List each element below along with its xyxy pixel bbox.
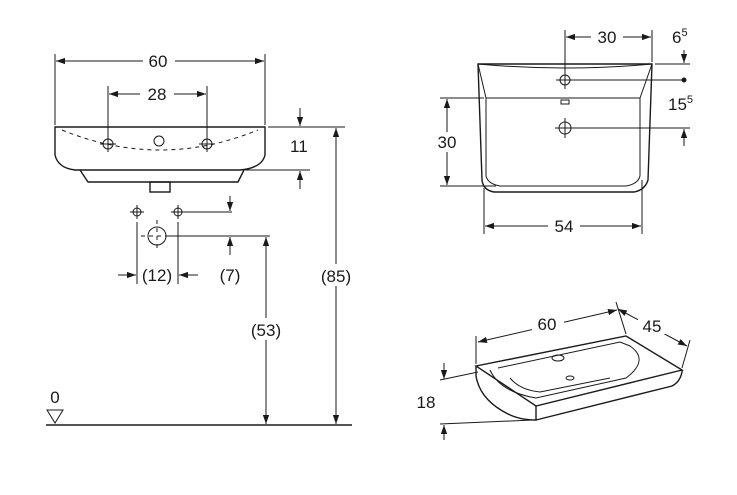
basin-iso-rim bbox=[474, 335, 684, 407]
basin-top-inner bbox=[485, 97, 641, 187]
floor-level-label: 0 bbox=[50, 388, 59, 407]
front-view: 60 28 11 bbox=[46, 50, 358, 426]
tap-hole-offset-label: 30 bbox=[598, 28, 617, 47]
front-width-label: 60 bbox=[149, 52, 168, 71]
basin-underside bbox=[79, 169, 245, 183]
iso-width-label: 60 bbox=[538, 315, 557, 334]
top-waste-hole bbox=[555, 118, 575, 138]
outlet-spacing-label: (12) bbox=[142, 266, 172, 285]
top-depth-label: 30 bbox=[438, 133, 457, 152]
waste-outlet-symbol bbox=[141, 220, 173, 252]
iso-height-label: 18 bbox=[417, 393, 436, 412]
rim-height-label: 11 bbox=[290, 137, 308, 156]
basin-iso-body bbox=[475, 366, 683, 421]
iso-depth-label: 45 bbox=[643, 317, 662, 336]
basin-iso-bowl bbox=[489, 341, 640, 399]
outlet-height-label: (53) bbox=[251, 321, 281, 340]
iso-waste-hole bbox=[565, 375, 575, 381]
top-inner-width-label: 54 bbox=[555, 217, 574, 236]
top-overflow bbox=[560, 99, 570, 105]
basin-front-curve bbox=[61, 129, 259, 151]
basin-waste-outlet bbox=[149, 181, 171, 193]
iso-tap-hole bbox=[551, 354, 565, 362]
rim-floor-height-label: (85) bbox=[321, 267, 351, 286]
tap-spacing-label: 28 bbox=[148, 85, 167, 104]
connection-right-symbol bbox=[171, 205, 185, 219]
connection-left-symbol bbox=[130, 205, 144, 219]
basin-top-outline bbox=[477, 63, 653, 193]
back-offset-label: 65 bbox=[672, 27, 688, 47]
basin-front-outline bbox=[54, 126, 266, 171]
outlet-offset-label: (7) bbox=[220, 266, 241, 285]
basin-iso-inner bbox=[509, 377, 611, 393]
hole-spacing-label: 155 bbox=[668, 94, 693, 114]
top-view: 30 65 155 30 54 bbox=[432, 27, 693, 236]
tap-hole-center-symbol bbox=[153, 135, 165, 147]
top-tap-hole bbox=[556, 71, 574, 89]
floor-level-marker bbox=[46, 409, 64, 424]
iso-view: 60 45 18 bbox=[417, 301, 691, 440]
